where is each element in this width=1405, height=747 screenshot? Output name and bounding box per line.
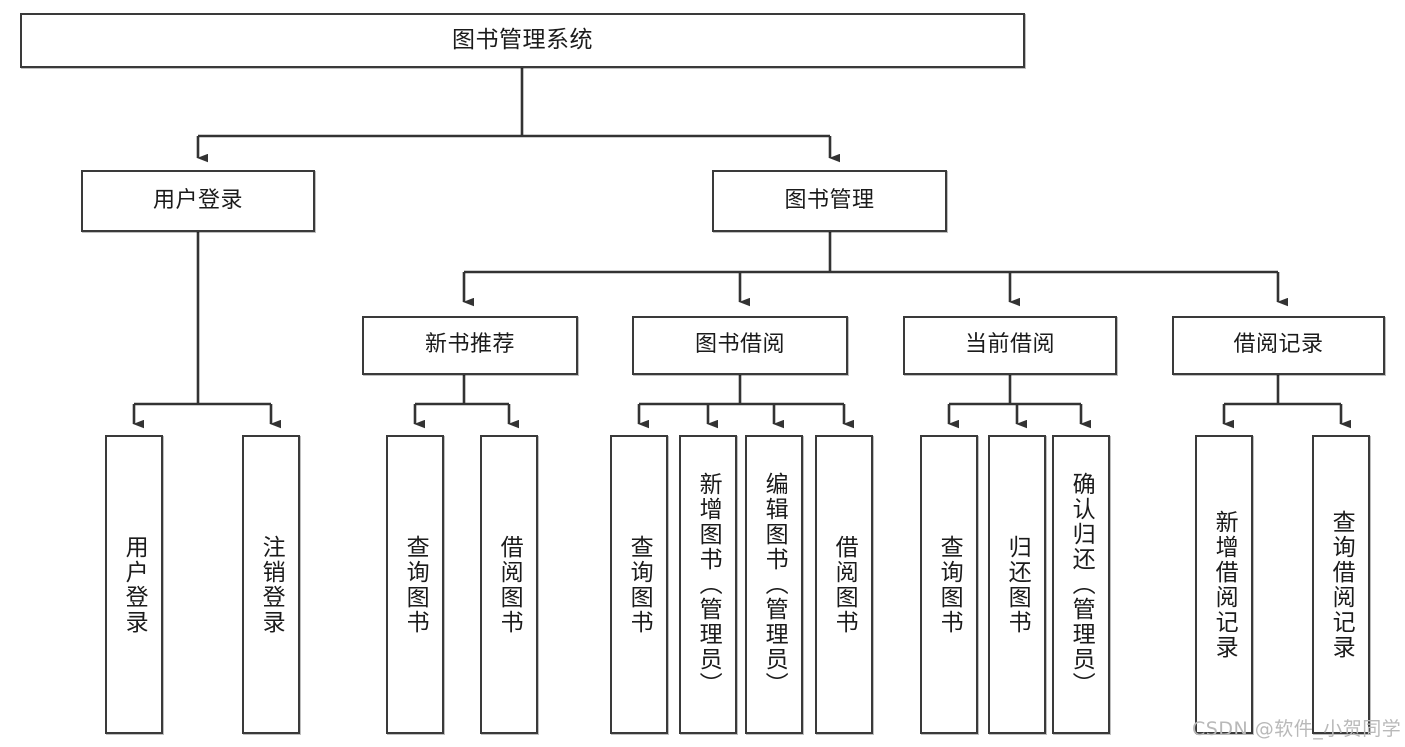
node-new-book-rec[interactable]: 新书推荐 xyxy=(362,316,578,375)
node-leaf-borrow-book-2-label: 借阅图书 xyxy=(831,534,858,635)
node-leaf-borrow-book-2[interactable]: 借阅图书 xyxy=(815,435,873,734)
node-leaf-query-book-2[interactable]: 查询图书 xyxy=(610,435,668,734)
node-book-manage[interactable]: 图书管理 xyxy=(712,170,947,232)
node-root-label: 图书管理系统 xyxy=(452,26,593,53)
node-leaf-borrow-book-1-label: 借阅图书 xyxy=(496,534,523,635)
node-borrow-record-label: 借阅记录 xyxy=(1233,332,1324,358)
node-leaf-query-book-1-label: 查询图书 xyxy=(402,534,429,635)
node-leaf-user-login-label: 用户登录 xyxy=(121,534,148,635)
node-leaf-query-book-1[interactable]: 查询图书 xyxy=(386,435,444,734)
node-root[interactable]: 图书管理系统 xyxy=(20,13,1025,68)
node-user-login-label: 用户登录 xyxy=(152,187,243,213)
node-new-book-rec-label: 新书推荐 xyxy=(424,332,515,358)
node-leaf-query-book-3-label: 查询图书 xyxy=(936,534,963,635)
node-leaf-confirm-return[interactable]: 确认归还（管理员） xyxy=(1052,435,1110,734)
node-leaf-logout-label: 注销登录 xyxy=(258,534,285,635)
node-leaf-return-book[interactable]: 归还图书 xyxy=(988,435,1046,734)
node-leaf-confirm-return-label: 确认归还（管理员） xyxy=(1068,472,1095,697)
node-leaf-query-book-3[interactable]: 查询图书 xyxy=(920,435,978,734)
csdn-watermark: CSDN @软件_小贺同学 xyxy=(1192,718,1402,740)
node-leaf-add-book-label: 新增图书（管理员） xyxy=(695,472,722,697)
node-leaf-query-record-label: 查询借阅记录 xyxy=(1328,509,1355,660)
node-book-manage-label: 图书管理 xyxy=(784,187,875,213)
node-current-borrow[interactable]: 当前借阅 xyxy=(903,316,1117,375)
node-leaf-add-record[interactable]: 新增借阅记录 xyxy=(1195,435,1253,734)
node-user-login[interactable]: 用户登录 xyxy=(81,170,315,232)
node-leaf-return-book-label: 归还图书 xyxy=(1004,534,1031,635)
node-book-borrow[interactable]: 图书借阅 xyxy=(632,316,848,375)
node-current-borrow-label: 当前借阅 xyxy=(964,332,1055,358)
node-leaf-query-book-2-label: 查询图书 xyxy=(626,534,653,635)
node-leaf-query-record[interactable]: 查询借阅记录 xyxy=(1312,435,1370,734)
node-leaf-user-login[interactable]: 用户登录 xyxy=(105,435,163,734)
node-borrow-record[interactable]: 借阅记录 xyxy=(1172,316,1385,375)
node-leaf-logout[interactable]: 注销登录 xyxy=(242,435,300,734)
node-book-borrow-label: 图书借阅 xyxy=(694,332,785,358)
node-leaf-edit-book[interactable]: 编辑图书（管理员） xyxy=(745,435,803,734)
node-leaf-borrow-book-1[interactable]: 借阅图书 xyxy=(480,435,538,734)
node-leaf-add-record-label: 新增借阅记录 xyxy=(1211,509,1238,660)
node-leaf-edit-book-label: 编辑图书（管理员） xyxy=(761,472,788,697)
node-leaf-add-book[interactable]: 新增图书（管理员） xyxy=(679,435,737,734)
